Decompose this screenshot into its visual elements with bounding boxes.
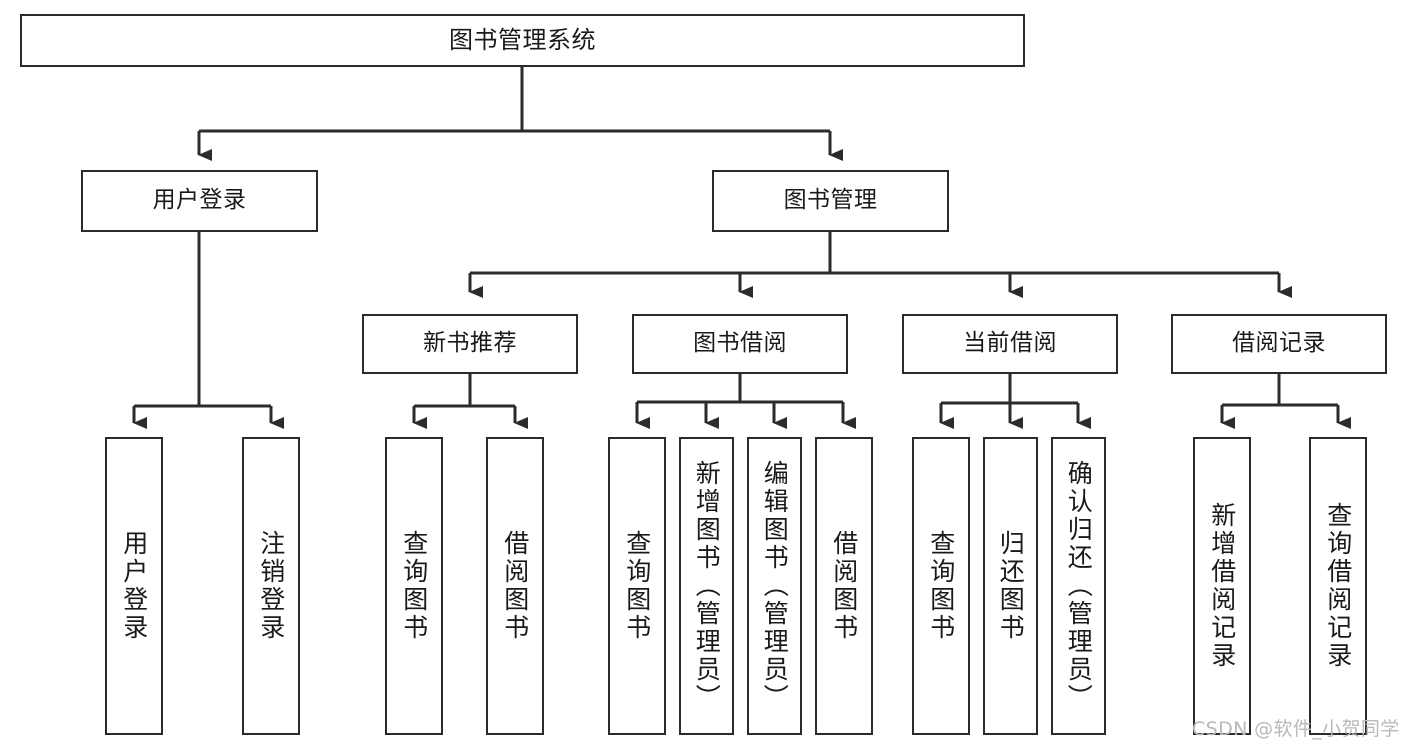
node-label: 借阅图书 — [829, 530, 859, 642]
node-leaf-add-book[interactable]: 新增图书（管理员） — [679, 437, 734, 735]
node-leaf-logout-login[interactable]: 注销登录 — [242, 437, 300, 735]
node-label: 新增借阅记录 — [1207, 502, 1237, 670]
node-label: 查询图书 — [622, 530, 652, 642]
node-leaf-query-borrow-record[interactable]: 查询借阅记录 — [1309, 437, 1367, 735]
node-leaf-edit-book[interactable]: 编辑图书（管理员） — [747, 437, 802, 735]
node-book-management[interactable]: 图书管理 — [712, 170, 949, 232]
csdn-watermark: CSDN @软件_小贺同学 — [1192, 718, 1400, 740]
node-borrow-record[interactable]: 借阅记录 — [1171, 314, 1387, 374]
node-label: 查询图书 — [399, 530, 429, 642]
node-label: 用户登录 — [119, 530, 149, 642]
node-root-book-management-system[interactable]: 图书管理系统 — [20, 14, 1025, 67]
node-label: 借阅记录 — [1232, 330, 1326, 357]
node-leaf-user-login[interactable]: 用户登录 — [105, 437, 163, 735]
node-label: 新增图书（管理员） — [692, 460, 722, 712]
node-label: 借阅图书 — [500, 530, 530, 642]
node-label: 查询图书 — [926, 530, 956, 642]
node-new-book-recommend[interactable]: 新书推荐 — [362, 314, 578, 374]
node-leaf-borrow-book-recommend[interactable]: 借阅图书 — [486, 437, 544, 735]
node-current-borrow[interactable]: 当前借阅 — [902, 314, 1118, 374]
node-leaf-query-book-current[interactable]: 查询图书 — [912, 437, 970, 735]
node-leaf-borrow-book[interactable]: 借阅图书 — [815, 437, 873, 735]
node-leaf-add-borrow-record[interactable]: 新增借阅记录 — [1193, 437, 1251, 735]
node-label: 新书推荐 — [423, 330, 517, 357]
node-leaf-query-book-borrow[interactable]: 查询图书 — [608, 437, 666, 735]
node-label: 用户登录 — [152, 187, 247, 214]
node-label: 归还图书 — [996, 530, 1026, 642]
node-book-borrow[interactable]: 图书借阅 — [632, 314, 848, 374]
node-user-login[interactable]: 用户登录 — [81, 170, 318, 232]
node-leaf-return-book[interactable]: 归还图书 — [983, 437, 1038, 735]
node-label: 图书管理系统 — [449, 26, 596, 55]
node-label: 查询借阅记录 — [1323, 502, 1353, 670]
node-leaf-query-book-recommend[interactable]: 查询图书 — [385, 437, 443, 735]
node-label: 注销登录 — [256, 530, 286, 642]
node-label: 图书管理 — [783, 187, 878, 214]
node-leaf-confirm-return[interactable]: 确认归还（管理员） — [1051, 437, 1106, 735]
node-label: 当前借阅 — [963, 330, 1057, 357]
node-label: 图书借阅 — [693, 330, 787, 357]
node-label: 编辑图书（管理员） — [760, 460, 790, 712]
node-label: 确认归还（管理员） — [1064, 460, 1094, 712]
